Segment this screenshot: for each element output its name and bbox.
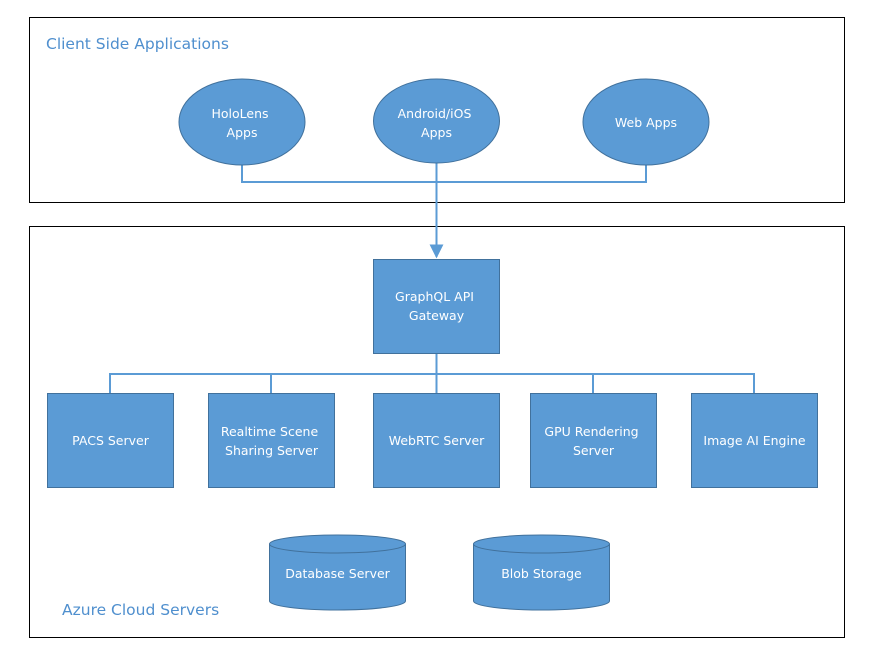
svg-text:GraphQL API Gateway: GraphQL API Gateway bbox=[395, 289, 478, 323]
realtime-scene-box bbox=[208, 393, 335, 488]
svg-text:GPU Rendering Server: GPU Rendering Server bbox=[544, 424, 642, 458]
web-apps-line-1: Web Apps bbox=[615, 115, 677, 130]
image-ai-line-1: Image AI Engine bbox=[703, 433, 805, 448]
svg-text:PACS Server: PACS Server bbox=[72, 433, 150, 448]
image-ai-box bbox=[691, 393, 818, 488]
client-side-label: Client Side Applications bbox=[46, 35, 229, 53]
server-connectors bbox=[109, 354, 755, 393]
svg-text:WebRTC Server: WebRTC Server bbox=[389, 433, 485, 448]
webrtc-line-1: WebRTC Server bbox=[389, 433, 485, 448]
svg-text:Blob Storage: Blob Storage bbox=[501, 566, 582, 581]
android-ios-ellipse bbox=[373, 78, 500, 164]
gpu-rendering-box bbox=[530, 393, 657, 488]
realtime-scene-line-1: Realtime Scene bbox=[221, 424, 319, 439]
cloud-label: Azure Cloud Servers bbox=[62, 601, 219, 619]
client-node-web-apps: Web Apps bbox=[582, 78, 710, 166]
webrtc-box bbox=[373, 393, 500, 488]
blob-cylinder-body bbox=[473, 543, 610, 611]
gateway-line-1: GraphQL API bbox=[395, 289, 474, 304]
holoLens-line-2: Apps bbox=[227, 125, 258, 140]
server-node-webrtc: WebRTC Server bbox=[373, 393, 500, 488]
android-ios-line-2: Apps bbox=[421, 125, 452, 140]
gpu-rendering-line-1: GPU Rendering bbox=[544, 424, 638, 439]
database-cylinder-body bbox=[269, 543, 406, 611]
server-node-realtime-scene: Realtime Scene Sharing Server bbox=[208, 393, 335, 488]
web-apps-ellipse bbox=[582, 78, 710, 166]
svg-text:Web Apps: Web Apps bbox=[615, 115, 677, 130]
gateway-line-2: Gateway bbox=[409, 308, 465, 323]
svg-text:Android/iOS Apps: Android/iOS Apps bbox=[398, 106, 476, 140]
server-node-pacs: PACS Server bbox=[47, 393, 174, 488]
server-bus-line bbox=[109, 373, 755, 393]
gateway-box bbox=[373, 259, 500, 354]
storage-node-database: Database Server bbox=[269, 534, 406, 611]
svg-text:Realtime Scene Sharing S: Realtime Scene Sharing Server bbox=[221, 424, 322, 458]
svg-text:Image AI Engine: Image AI Engine bbox=[703, 433, 805, 448]
pacs-line-1: PACS Server bbox=[72, 433, 150, 448]
server-node-image-ai: Image AI Engine bbox=[691, 393, 818, 488]
database-line-1: Database Server bbox=[285, 566, 390, 581]
client-node-android-ios: Android/iOS Apps bbox=[373, 78, 500, 164]
database-cylinder-top bbox=[269, 534, 406, 554]
storage-node-blob: Blob Storage bbox=[473, 534, 610, 611]
svg-text:Database Server: Database Server bbox=[285, 566, 390, 581]
blob-cylinder-top bbox=[473, 534, 610, 554]
pacs-box bbox=[47, 393, 174, 488]
android-ios-line-1: Android/iOS bbox=[398, 106, 472, 121]
svg-text:HoloLens Apps: HoloLens Apps bbox=[211, 106, 272, 140]
gpu-rendering-line-2: Server bbox=[573, 443, 615, 458]
client-connectors bbox=[241, 163, 647, 259]
realtime-scene-line-2: Sharing Server bbox=[225, 443, 319, 458]
holoLens-line-1: HoloLens bbox=[211, 106, 268, 121]
client-bus-line bbox=[241, 165, 647, 183]
gateway-node: GraphQL API Gateway bbox=[373, 259, 500, 354]
server-node-gpu-rendering: GPU Rendering Server bbox=[530, 393, 657, 488]
blob-line-1: Blob Storage bbox=[501, 566, 582, 581]
client-node-holoLens: HoloLens Apps bbox=[178, 78, 306, 166]
holoLens-ellipse bbox=[178, 78, 306, 166]
